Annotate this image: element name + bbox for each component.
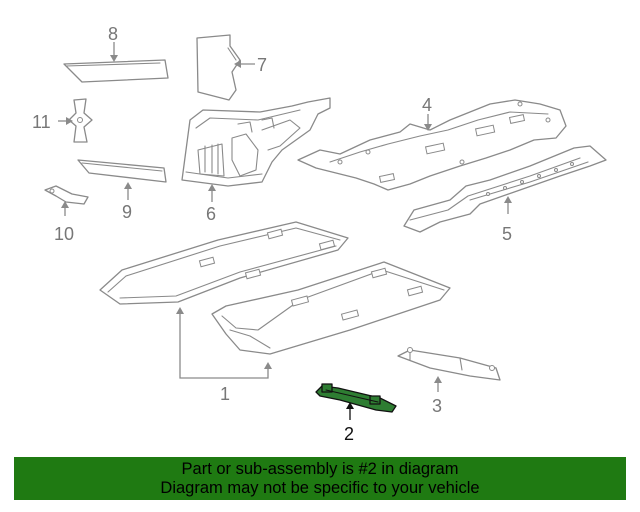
callout-9[interactable]: 9 bbox=[122, 202, 132, 222]
callout-3[interactable]: 3 bbox=[432, 396, 442, 416]
part-2-crossmember-highlighted[interactable] bbox=[315, 383, 397, 413]
parts-diagram: 8 7 11 9 10 6 bbox=[32, 24, 607, 444]
callout-1[interactable]: 1 bbox=[220, 384, 230, 404]
callout-4[interactable]: 4 bbox=[422, 95, 432, 115]
callout-2[interactable]: 2 bbox=[344, 424, 354, 444]
part-6-dash-assembly[interactable] bbox=[181, 97, 331, 187]
callout-10[interactable]: 10 bbox=[54, 224, 74, 244]
callout-8[interactable]: 8 bbox=[108, 24, 118, 44]
banner-line-1: Part or sub-assembly is #2 in diagram bbox=[181, 460, 459, 478]
part-7-bracket[interactable] bbox=[196, 34, 241, 101]
callout-5[interactable]: 5 bbox=[502, 224, 512, 244]
callout-11[interactable]: 11 bbox=[32, 112, 51, 132]
part-9-strip[interactable] bbox=[77, 159, 167, 183]
part-1-floor-pan-left[interactable] bbox=[99, 221, 349, 305]
part-4-floor-panel[interactable] bbox=[297, 99, 567, 191]
info-banner: Part or sub-assembly is #2 in diagram Di… bbox=[14, 457, 626, 500]
part-10-bracket[interactable] bbox=[44, 185, 89, 205]
part-5-side-rail[interactable] bbox=[403, 145, 607, 233]
part-8-panel[interactable] bbox=[63, 59, 169, 83]
part-3-bracket[interactable] bbox=[397, 347, 501, 381]
callout-7[interactable]: 7 bbox=[257, 55, 267, 75]
part-1-floor-pan-right[interactable] bbox=[211, 261, 451, 355]
banner-line-2: Diagram may not be specific to your vehi… bbox=[160, 479, 480, 497]
callout-6[interactable]: 6 bbox=[206, 204, 216, 224]
part-11-bracket[interactable] bbox=[68, 98, 93, 143]
